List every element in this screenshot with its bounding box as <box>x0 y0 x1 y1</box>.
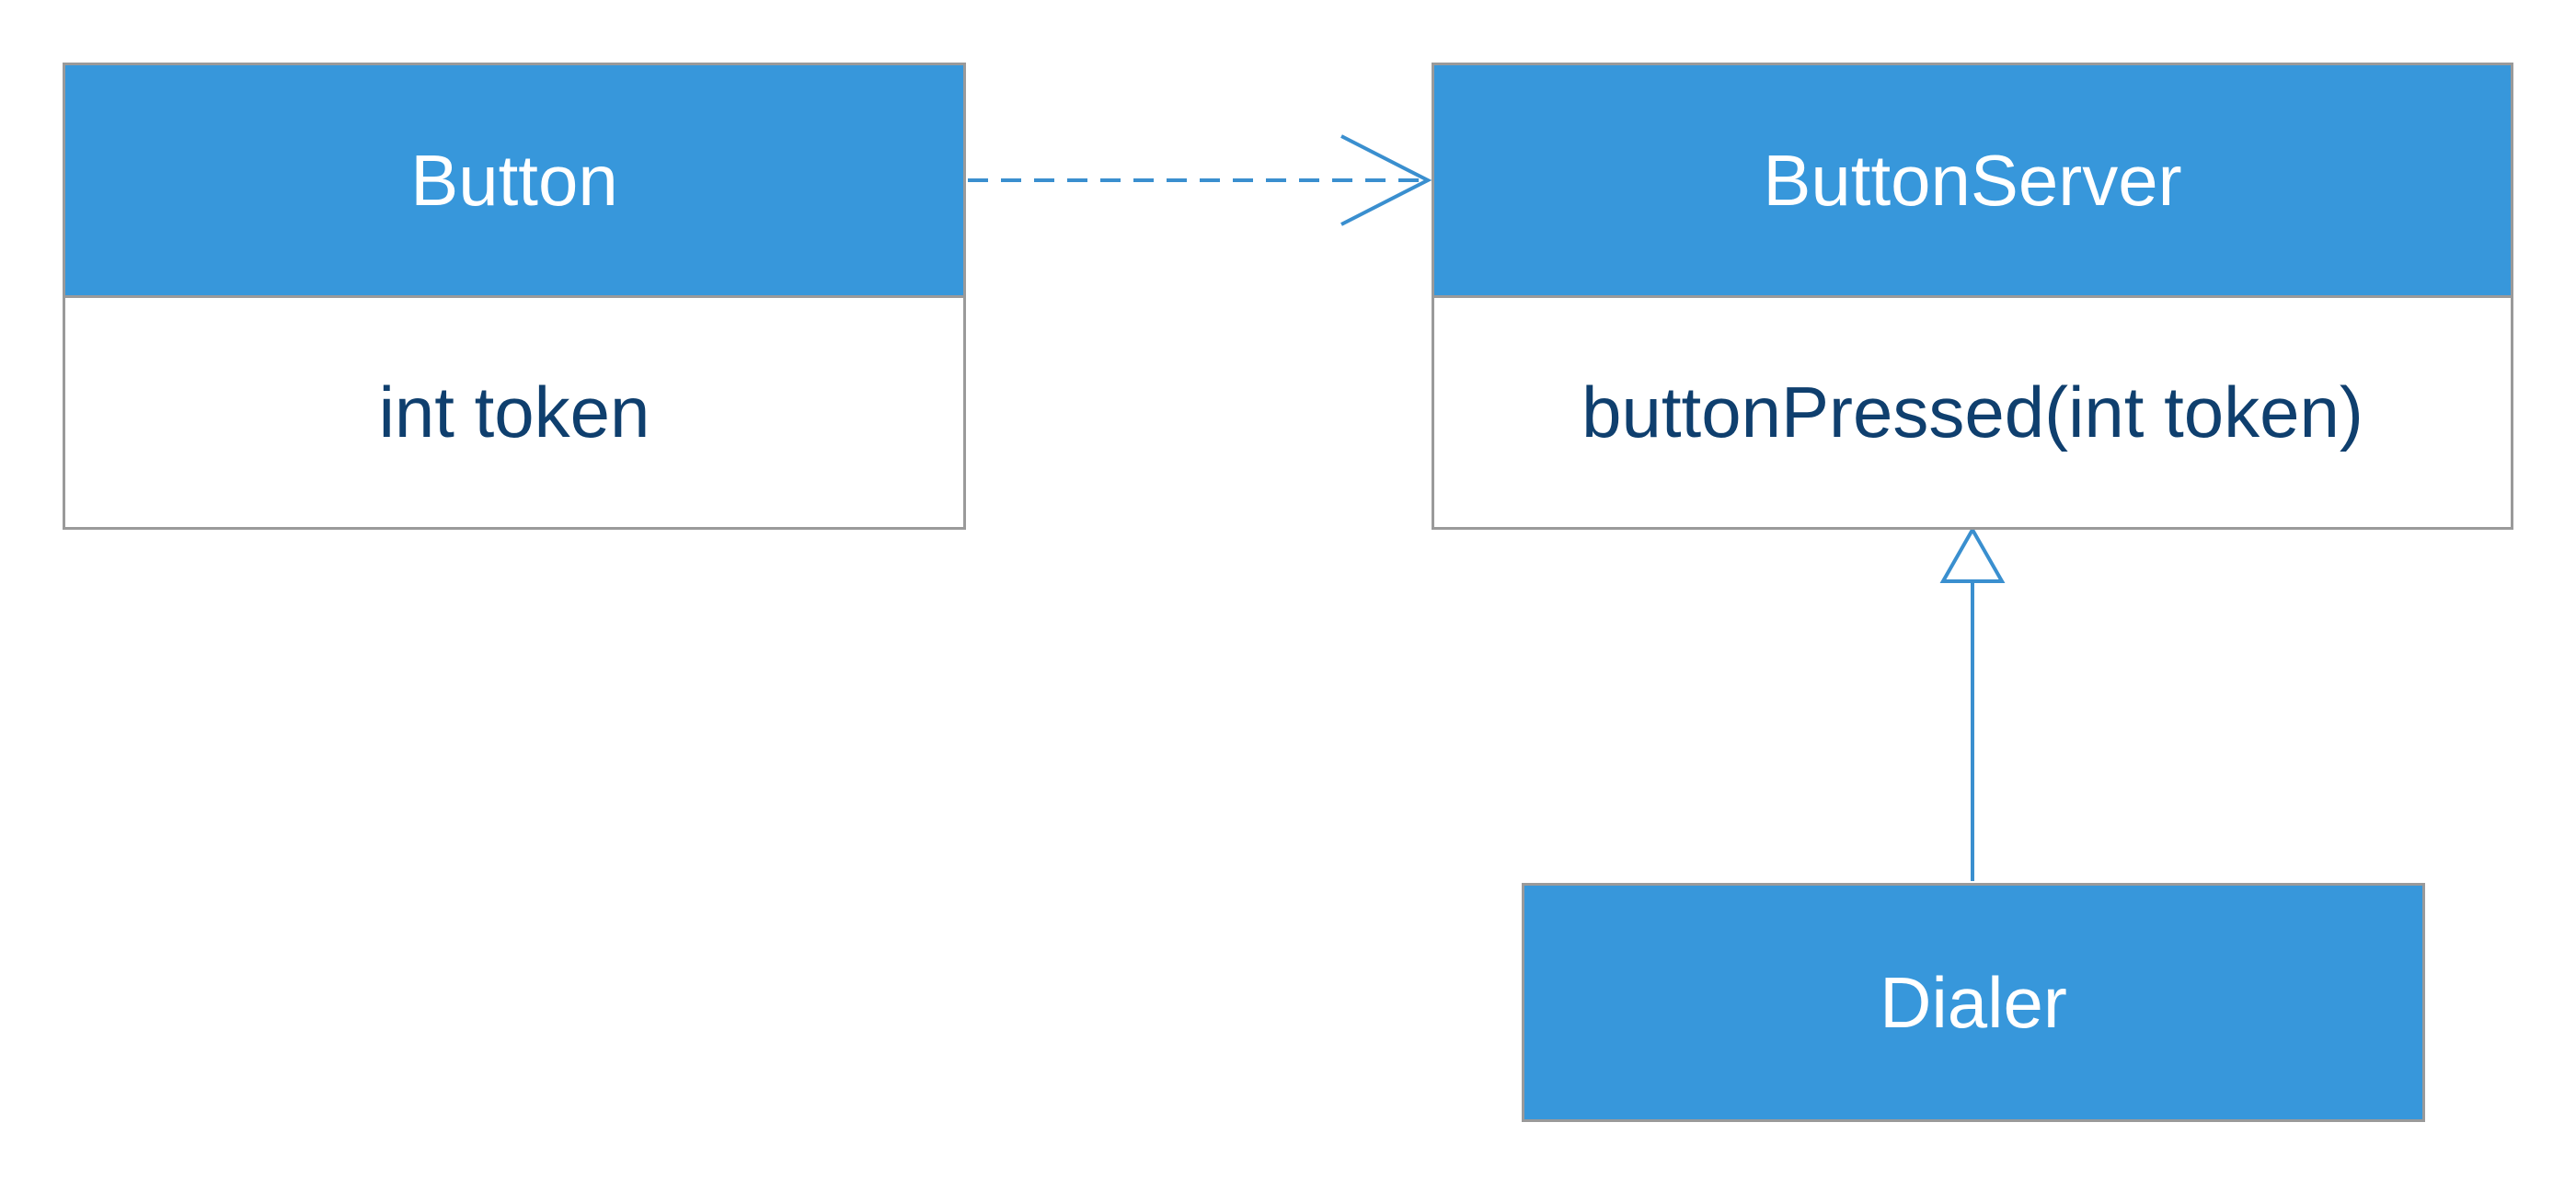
class-button-attribute: int token <box>378 372 650 452</box>
class-button-server-header: ButtonServer <box>1434 65 2511 295</box>
class-dialer-name: Dialer <box>1880 961 2067 1043</box>
realization-arrowhead <box>1939 525 2006 583</box>
class-button-name: Button <box>410 139 618 221</box>
dependency-arrowhead <box>1340 134 1432 226</box>
class-button-server[interactable]: ButtonServer buttonPressed(int token) <box>1432 63 2513 530</box>
class-button-server-methods: buttonPressed(int token) <box>1434 295 2511 527</box>
class-dialer[interactable]: Dialer <box>1522 883 2425 1122</box>
class-button-header: Button <box>65 65 963 295</box>
class-button-server-name: ButtonServer <box>1763 139 2182 221</box>
class-button[interactable]: Button int token <box>63 63 966 530</box>
class-dialer-header: Dialer <box>1524 886 2422 1119</box>
class-button-server-method: buttonPressed(int token) <box>1581 372 2363 452</box>
class-button-attributes: int token <box>65 295 963 527</box>
